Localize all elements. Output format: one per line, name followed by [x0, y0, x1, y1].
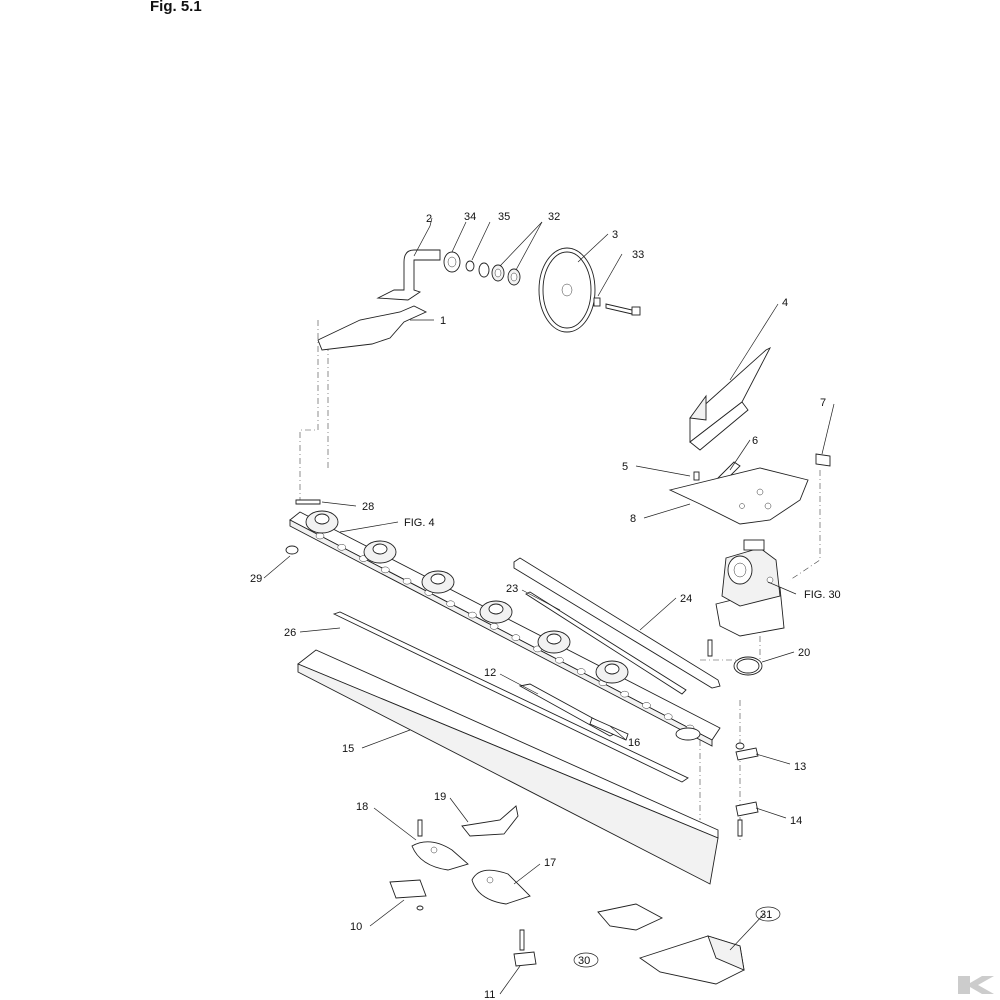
fig-30-gearbox — [715, 539, 785, 637]
part-29-washer — [285, 545, 299, 555]
callout-31: 31 — [760, 909, 772, 921]
part-4-guard — [689, 346, 772, 451]
callout-fig-4: FIG. 4 — [404, 517, 435, 529]
part-23-strip — [525, 591, 687, 695]
callout-fig-30: FIG. 30 — [804, 589, 841, 601]
callout-5: 5 — [622, 461, 628, 473]
part-3-disc — [538, 247, 596, 333]
fig-4-cutter-bar — [289, 510, 721, 747]
figure-title: Fig. 5.1 — [150, 0, 202, 15]
callout-34: 34 — [464, 211, 476, 223]
disc-head — [595, 660, 629, 684]
callout-1: 1 — [440, 315, 446, 327]
part-33-bolt — [593, 297, 641, 316]
callout-33: 33 — [632, 249, 644, 261]
bar-hole — [446, 600, 455, 608]
callout-15: 15 — [342, 743, 354, 755]
callout-12: 12 — [484, 667, 496, 679]
callout-7: 7 — [820, 397, 826, 409]
part-30-guard — [597, 903, 664, 931]
bar-hole — [620, 690, 629, 698]
disc-head — [537, 630, 571, 654]
part-13-clip — [735, 747, 759, 761]
callout-3: 3 — [612, 229, 618, 241]
callout-29: 29 — [250, 573, 262, 585]
bar-hole — [511, 634, 521, 641]
callout-8: 8 — [630, 513, 636, 525]
disc-head — [479, 600, 513, 624]
bar-hole — [315, 532, 325, 540]
callout-17: 17 — [544, 857, 556, 869]
callout-28: 28 — [362, 501, 374, 513]
callout-labels: 2 34 35 32 3 33 1 4 7 6 5 8 28 FIG. 4 29… — [250, 211, 841, 1000]
part-11-bracket — [513, 929, 537, 967]
bar-hole — [576, 668, 586, 675]
bar-hole — [642, 702, 651, 709]
part-14-clip — [735, 801, 759, 817]
callout-35: 35 — [498, 211, 510, 223]
part-28-pin — [295, 499, 321, 505]
callout-10: 10 — [350, 921, 362, 933]
callout-13: 13 — [794, 761, 806, 773]
part-35-washer — [465, 260, 475, 272]
part-18-skid — [411, 819, 469, 871]
part-7-clip — [815, 453, 831, 467]
part-19-guide — [461, 805, 519, 837]
part-8-plate — [668, 467, 809, 525]
part-31-guard — [639, 935, 745, 985]
callout-26: 26 — [284, 627, 296, 639]
callout-20: 20 — [798, 647, 810, 659]
callout-6: 6 — [752, 435, 758, 447]
part-20-o-ring — [733, 656, 763, 676]
part-10-bracket — [389, 879, 427, 911]
part-34-bearing — [443, 251, 461, 273]
disc-head — [421, 570, 455, 594]
bolts — [707, 639, 745, 837]
callout-16: 16 — [628, 737, 640, 749]
part-26-strip — [332, 611, 689, 783]
bar-hole — [555, 656, 564, 664]
part-15-channel — [297, 649, 719, 885]
leader-lines — [263, 217, 835, 995]
brand-logo-icon — [958, 976, 994, 994]
callout-18: 18 — [356, 801, 368, 813]
bar-hole — [468, 611, 477, 619]
bar-hole — [489, 623, 499, 630]
bar-hole — [337, 544, 347, 551]
bar-hole — [402, 577, 412, 585]
callout-19: 19 — [434, 791, 446, 803]
callout-32: 32 — [548, 211, 560, 223]
disc-head — [305, 510, 339, 534]
part-32-seals — [478, 262, 521, 286]
part-1-bracket — [317, 305, 428, 351]
callout-2: 2 — [426, 213, 432, 225]
callout-11: 11 — [484, 989, 495, 1000]
bar-hole — [381, 566, 390, 574]
part-2-shaft — [376, 249, 441, 301]
callout-23: 23 — [506, 583, 518, 595]
callout-14: 14 — [790, 815, 802, 827]
part-24-strip — [513, 557, 721, 689]
bar-hole — [663, 713, 673, 720]
part-5-clip — [693, 471, 700, 481]
disc-head — [363, 540, 397, 564]
callout-4: 4 — [782, 297, 788, 309]
part-17-skid — [471, 869, 531, 905]
callout-30: 30 — [578, 955, 590, 967]
callout-24: 24 — [680, 593, 692, 605]
